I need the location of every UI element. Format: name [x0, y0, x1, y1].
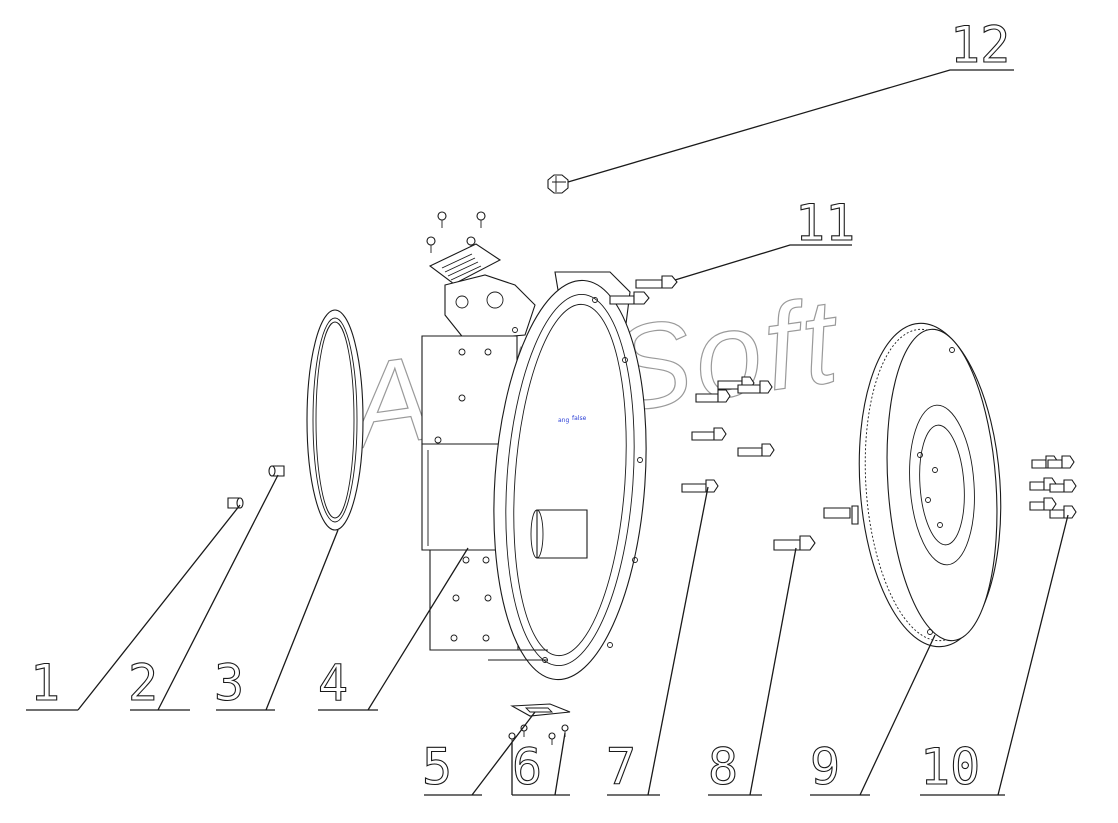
top-cover-plate[interactable]	[428, 243, 502, 285]
part-5-plate[interactable]	[510, 703, 571, 717]
callout-labels: 1 2 3 4 5 6 7 8 9 10 11 12	[29, 15, 1010, 796]
part-7-bolts[interactable]	[681, 376, 775, 493]
callout-4: 4	[318, 654, 348, 712]
callout-11: 11	[795, 194, 855, 252]
callout-7: 7	[606, 738, 636, 796]
callout-9: 9	[810, 738, 840, 796]
part-1-plug[interactable]	[227, 497, 244, 509]
callout-1: 1	[30, 654, 60, 712]
svg-text:false: false	[572, 415, 587, 422]
callout-12: 12	[950, 16, 1010, 74]
part-8-bolt[interactable]	[773, 507, 851, 551]
part-2-plug[interactable]	[268, 465, 285, 477]
svg-text:ang: ang	[558, 417, 569, 424]
callout-6: 6	[512, 738, 542, 796]
part-4-flywheel-housing[interactable]: ang false	[421, 271, 659, 685]
part-9-flywheel[interactable]	[849, 319, 1011, 652]
callout-8: 8	[708, 738, 738, 796]
callout-3: 3	[214, 654, 244, 712]
part-11-bolt[interactable]	[609, 275, 678, 305]
callout-5: 5	[422, 738, 452, 796]
part-10-bolts[interactable]	[1029, 455, 1077, 519]
cover-screws-top[interactable]	[426, 211, 486, 253]
callout-10: 10	[920, 738, 980, 796]
leader-lines	[26, 69, 1069, 796]
part-3-seal-ring[interactable]	[306, 309, 364, 531]
part-12-nut[interactable]	[547, 174, 569, 194]
callout-2: 2	[128, 654, 158, 712]
